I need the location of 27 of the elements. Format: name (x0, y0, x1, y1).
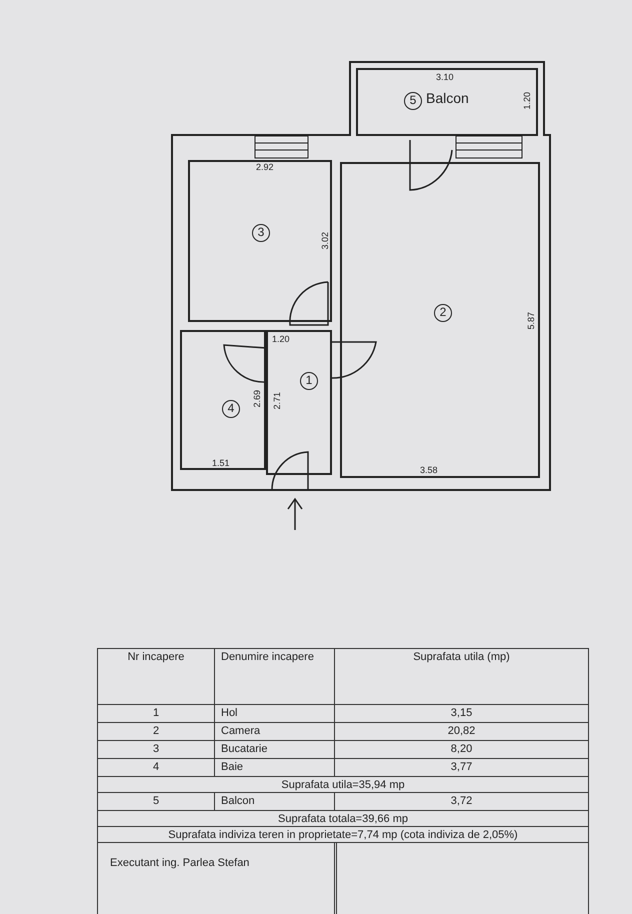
room-number: 3 (252, 224, 270, 242)
dimension-text: 1.51 (212, 458, 230, 468)
room-name: Balcon (426, 90, 469, 106)
room-outline (188, 160, 332, 322)
room-outline (356, 68, 538, 136)
room-number: 1 (300, 372, 318, 390)
room-outline (180, 330, 266, 470)
dimension-text: 2.69 (252, 390, 262, 408)
dimension-text: 5.87 (526, 312, 536, 330)
room-number: 5 (404, 92, 422, 110)
room-outline (266, 330, 332, 475)
table-cell: Nr incapere (97, 648, 215, 705)
table-cell: Suprafata utila=35,94 mp (97, 776, 589, 793)
dimension-text: 2.71 (272, 392, 282, 410)
dimension-text: 3.10 (436, 72, 454, 82)
table-cell: Suprafata utila (mp) (334, 648, 589, 705)
dimension-text: 3.02 (320, 232, 330, 250)
room-outline (340, 162, 540, 478)
dimension-text: 1.20 (522, 92, 532, 110)
room-number: 2 (434, 304, 452, 322)
dimension-text: 2.92 (256, 162, 274, 172)
room-number: 4 (222, 400, 240, 418)
table-cell: Suprafata indiviza teren in proprietate=7,74 mp (cota indiviza de 2,05%) (97, 826, 589, 843)
dimension-text: 3.58 (420, 465, 438, 475)
dimension-text: 1.20 (272, 334, 290, 344)
table-cell: Suprafata totala=39,66 mp (97, 810, 589, 827)
table-cell: Executant ing. Parlea Stefan (97, 842, 337, 914)
